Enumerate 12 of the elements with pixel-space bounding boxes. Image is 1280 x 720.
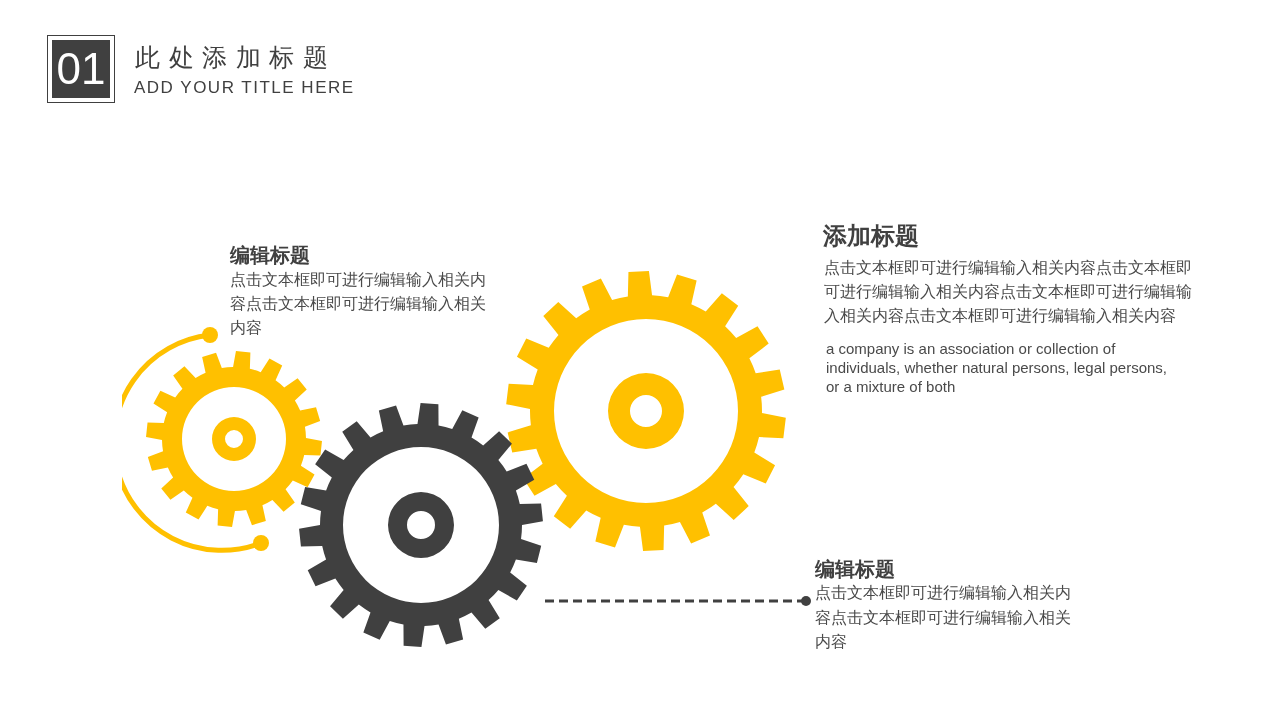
body-text: 点击文本框即可进行编辑输入相关内容点击文本框即可进行编辑输入相关内容点击文本框即可进行编辑输入相关内容点击文本框即可进行编辑输入相关内容 bbox=[824, 258, 1193, 326]
leader-line bbox=[543, 596, 811, 606]
section-number: 01 bbox=[47, 35, 115, 103]
gear-illustration bbox=[299, 403, 543, 647]
heading: 编辑标题 bbox=[230, 243, 310, 267]
slide-title: 此处添加标题 bbox=[135, 42, 336, 72]
body-text: 点击文本框即可进行编辑输入相关内容点击文本框即可进行编辑输入相关内容 bbox=[815, 583, 1072, 652]
body-text: 点击文本框即可进行编辑输入相关内容点击文本框即可进行编辑输入相关内容 bbox=[230, 270, 487, 338]
heading: 编辑标题 bbox=[815, 557, 895, 581]
slide-subtitle: ADD YOUR TITLE HERE bbox=[134, 78, 355, 98]
heading: 添加标题 bbox=[823, 222, 919, 250]
body-text: a company is an association or collection of individuals, whether natural persons, legal persons, or a mixture of both bbox=[826, 339, 1169, 396]
